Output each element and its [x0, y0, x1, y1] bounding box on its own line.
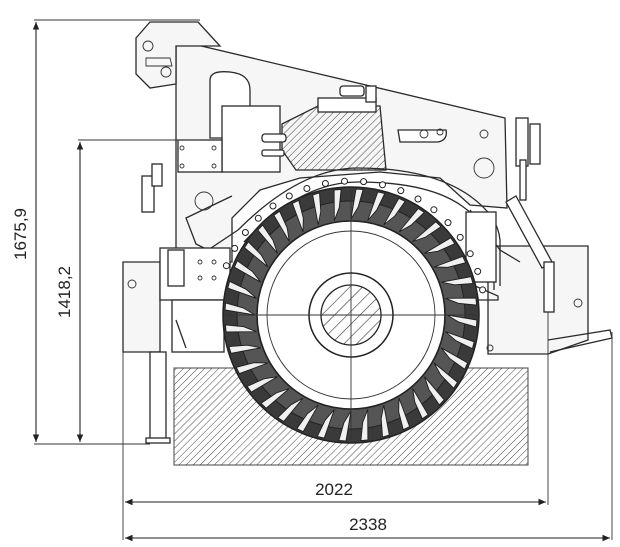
tread-lug	[273, 210, 290, 242]
support-leg	[149, 351, 167, 443]
guard-bolt	[360, 178, 368, 186]
tread-lug	[424, 376, 445, 406]
tread-lug	[316, 409, 335, 439]
guard-bolt	[269, 202, 277, 210]
guard-bolt	[479, 286, 487, 294]
guard-bolt	[285, 192, 293, 200]
tread-lug	[398, 397, 411, 431]
tread-lug	[291, 199, 304, 233]
dimension-overall-width: 2338	[349, 515, 387, 534]
tread-lug	[433, 255, 467, 268]
tread-lug	[445, 331, 475, 350]
guard-bolt	[321, 180, 329, 187]
tread-lug	[360, 409, 369, 442]
guard-bolt	[241, 229, 249, 236]
tread-lug	[296, 404, 319, 433]
tread-lug	[227, 280, 257, 299]
tread-lug	[398, 207, 425, 233]
tread-lug	[412, 388, 429, 420]
tread-lug	[260, 388, 290, 409]
right-cylinder-upper	[515, 117, 529, 167]
tread-lug	[235, 362, 269, 375]
top-bracket	[135, 21, 222, 89]
tread-lug	[233, 260, 262, 283]
guard-bolt	[231, 244, 239, 252]
left-cylinder-upper	[141, 175, 155, 213]
guard-bolt	[254, 214, 262, 222]
tread-lug	[277, 397, 304, 423]
tread-lug	[367, 191, 386, 221]
tread-lug	[440, 347, 469, 370]
guard-bolt	[444, 219, 452, 227]
dimension-total-height: 1675,9	[11, 208, 30, 260]
guard-bolt	[456, 233, 464, 241]
tread-lug	[350, 188, 364, 220]
guard-bolt	[474, 267, 482, 275]
tread-lug	[412, 221, 442, 242]
tread-lug	[424, 237, 456, 254]
tread-lug	[433, 362, 459, 389]
tread-lug	[224, 302, 256, 316]
tread-lug	[446, 314, 478, 328]
guard-bolt	[414, 195, 422, 203]
tread-lug	[333, 188, 342, 221]
hatched-housing	[281, 105, 387, 171]
guard-bolt	[466, 250, 474, 258]
tread-lug	[338, 410, 352, 442]
tread-lug	[257, 224, 278, 254]
tread-lug	[441, 276, 474, 286]
tire-tread	[224, 188, 478, 442]
guard-bolt	[397, 187, 405, 195]
guard-bolt	[430, 206, 438, 214]
tread-lug	[228, 344, 261, 354]
tread-lug	[312, 192, 322, 225]
tread-lug	[246, 376, 278, 393]
tread-lug	[380, 405, 390, 438]
guard-bolts	[222, 177, 487, 294]
guard-bolt	[379, 181, 386, 189]
tread-lug	[445, 297, 478, 306]
guard-bolt	[341, 177, 348, 185]
lower-chassis	[122, 261, 161, 353]
tread-lug	[383, 197, 406, 226]
tread-lug	[224, 324, 257, 333]
dimension-body-height: 1418,2	[55, 266, 74, 318]
tread-lug	[243, 241, 269, 268]
guard-bolt	[222, 262, 230, 270]
guard-bolt	[303, 185, 311, 192]
dimension-track-width: 2022	[315, 480, 353, 499]
